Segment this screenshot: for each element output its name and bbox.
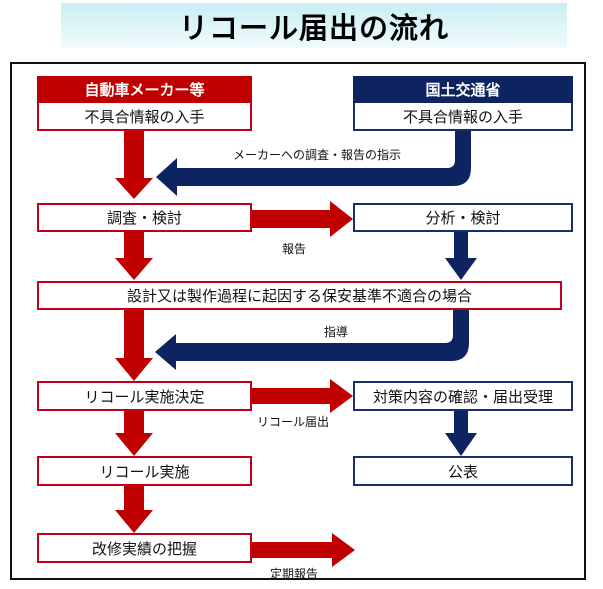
maker-header: 自動車メーカー等 — [37, 76, 252, 103]
title-banner: リコール届出の流れ — [61, 3, 567, 48]
ministry-step-info: 不具合情報の入手 — [353, 103, 573, 131]
arrow-maker-info-to-investigation — [115, 131, 153, 199]
arrow-recall-decision-to-recall — [115, 411, 153, 456]
label-report: 報告 — [282, 242, 307, 256]
arrow-investigation-to-nonconformity — [115, 232, 153, 280]
step-nonconformity: 設計又は製作過程に起因する保安基準不適合の場合 — [37, 281, 562, 310]
ministry-step-analysis: 分析・検討 — [353, 203, 573, 232]
arrow-periodic-report — [252, 533, 355, 567]
ministry-header: 国土交通省 — [353, 76, 573, 103]
page-title: リコール届出の流れ — [178, 10, 449, 45]
label-periodic-report: 定期報告 — [270, 567, 319, 581]
label-guidance: 指導 — [324, 325, 349, 339]
arrow-recall-filing — [252, 379, 353, 413]
maker-step-recall-decision: リコール実施決定 — [37, 381, 252, 411]
arrow-nonconformity-to-recall-decision — [115, 310, 153, 381]
ministry-step-confirmation: 対策内容の確認・届出受理 — [353, 381, 573, 411]
ministry-step-publication: 公表 — [353, 456, 573, 486]
label-instruction: メーカーへの調査・報告の指示 — [233, 148, 402, 162]
diagram-frame — [10, 62, 586, 580]
arrow-instruction — [156, 131, 471, 196]
arrow-guidance — [155, 310, 469, 370]
arrow-report — [252, 201, 353, 237]
maker-step-investigation: 調査・検討 — [37, 203, 252, 232]
arrow-confirmation-to-publication — [445, 411, 477, 456]
label-recall-filing: リコール届出 — [257, 415, 330, 429]
arrow-recall-to-results — [115, 486, 153, 533]
maker-step-info: 不具合情報の入手 — [37, 103, 252, 131]
arrow-analysis-to-nonconformity — [445, 232, 477, 280]
maker-step-results: 改修実績の把握 — [37, 533, 252, 563]
maker-step-recall: リコール実施 — [37, 456, 252, 486]
